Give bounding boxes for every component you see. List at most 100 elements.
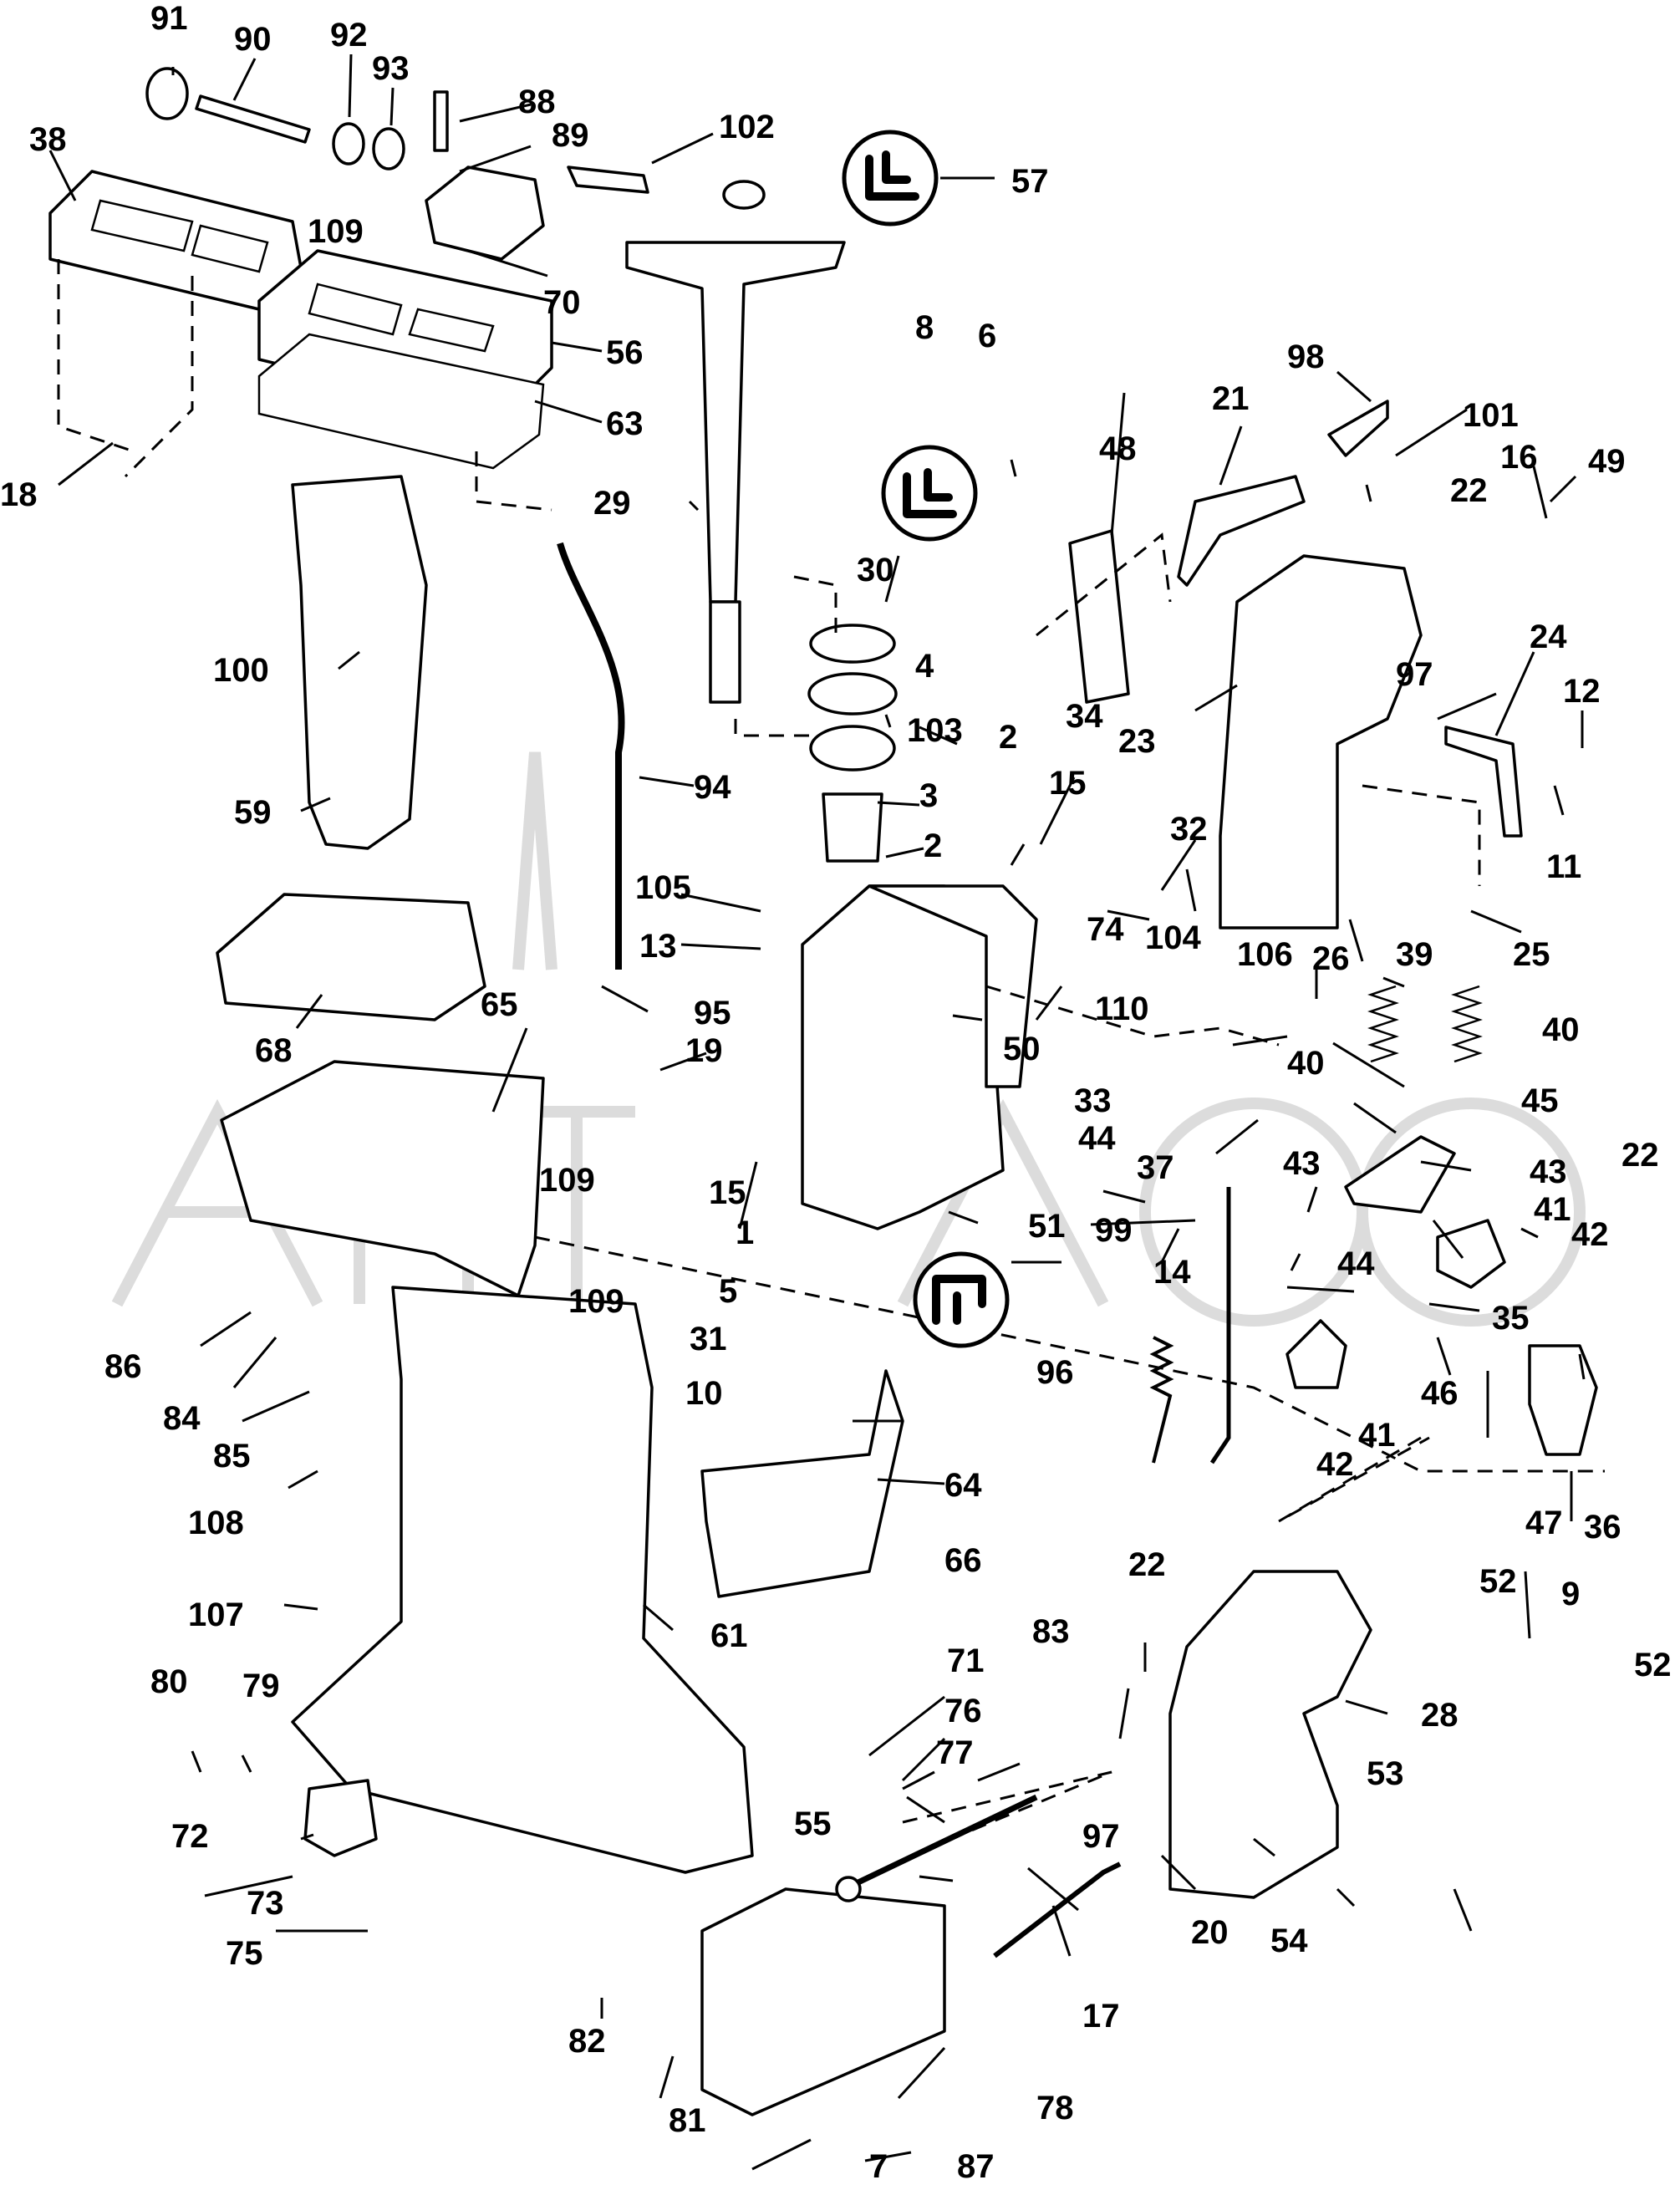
callout-2b: 2 [924,828,942,864]
callout-83: 83 [1032,1613,1070,1650]
lubricant-symbol-a [842,130,939,227]
callout-85: 85 [213,1438,251,1474]
callout-36: 36 [1584,1509,1621,1546]
callout-98: 98 [1287,339,1325,375]
callout-64: 64 [944,1467,982,1504]
callout-91: 91 [150,0,188,37]
callout-26: 26 [1312,940,1350,977]
callout-78: 78 [1036,2090,1074,2126]
assembly-guides [57,259,1605,1857]
watermark [111,751,1586,1327]
callout-22: 22 [1450,472,1488,509]
callout-39: 39 [1396,936,1433,973]
callout-51: 51 [1028,1208,1066,1245]
callout-100: 100 [213,652,269,689]
callout-4: 4 [915,648,934,685]
callout-95: 95 [694,995,731,1031]
callout-45: 45 [1521,1082,1559,1119]
callout-86: 86 [104,1348,142,1385]
callout-105: 105 [635,869,691,906]
callout-33: 33 [1074,1082,1112,1119]
callout-43: 43 [1283,1145,1321,1182]
callout-54: 54 [1270,1923,1308,1959]
callout-56: 56 [606,334,644,371]
callout-97b: 97 [1082,1818,1120,1855]
callout-32: 32 [1170,811,1208,848]
callout-94: 94 [694,769,731,806]
callout-82: 82 [568,2023,606,2060]
callout-71: 71 [947,1642,985,1679]
callout-101: 101 [1463,397,1519,434]
callout-89: 89 [552,117,589,154]
callout-16: 16 [1500,439,1538,476]
callout-70: 70 [543,284,581,321]
callout-48: 48 [1099,430,1137,467]
callout-15b: 15 [709,1174,746,1211]
callout-41b: 41 [1358,1417,1396,1454]
callout-109c: 109 [568,1283,624,1320]
callout-97: 97 [1396,656,1433,693]
callout-53: 53 [1367,1755,1404,1792]
callout-25: 25 [1513,936,1550,973]
callout-42: 42 [1571,1216,1609,1253]
callout-20: 20 [1191,1914,1229,1951]
callout-50: 50 [1003,1031,1041,1067]
callout-1: 1 [736,1215,754,1251]
callout-52b: 52 [1634,1647,1672,1683]
callout-74: 74 [1087,911,1124,948]
callout-11: 11 [1546,848,1581,885]
callout-93: 93 [372,50,410,87]
callout-34: 34 [1066,698,1103,735]
callout-7: 7 [869,2148,888,2185]
callout-88: 88 [518,84,556,120]
callout-79: 79 [242,1668,280,1704]
callout-42b: 42 [1316,1446,1354,1483]
callout-31: 31 [690,1321,727,1357]
callout-104: 104 [1145,919,1201,956]
callout-107: 107 [188,1597,244,1633]
callout-13: 13 [639,928,677,965]
callout-17: 17 [1082,1998,1120,2035]
callout-66: 66 [944,1542,982,1579]
callout-47: 47 [1525,1505,1563,1541]
callout-92: 92 [330,17,368,53]
callout-68: 68 [255,1032,293,1069]
callout-5: 5 [719,1273,737,1310]
callout-80: 80 [150,1663,188,1700]
callout-76: 76 [944,1693,982,1729]
callout-37: 37 [1137,1149,1174,1186]
callout-18: 18 [0,476,38,513]
callout-2: 2 [999,719,1017,756]
callout-73: 73 [247,1885,284,1922]
callout-41: 41 [1534,1191,1571,1228]
callout-63: 63 [606,405,644,442]
callout-29: 29 [593,485,631,522]
callout-28: 28 [1421,1697,1459,1734]
callout-55: 55 [794,1805,832,1842]
callout-44b: 44 [1337,1245,1375,1282]
callout-6: 6 [978,318,996,354]
parts [48,67,1598,2116]
callout-72: 72 [171,1818,209,1855]
callout-3: 3 [919,777,938,814]
callout-22b: 22 [1621,1137,1659,1174]
callout-12: 12 [1563,673,1601,710]
callout-46: 46 [1421,1375,1459,1412]
callout-9: 9 [1561,1576,1580,1612]
callout-108: 108 [188,1505,244,1541]
callout-8: 8 [915,309,934,346]
callout-21: 21 [1212,380,1250,417]
callout-90: 90 [234,21,272,58]
lubricant-symbol-c [913,1251,1010,1348]
callout-19: 19 [685,1032,723,1069]
callout-49: 49 [1588,443,1626,480]
callout-109b: 109 [539,1162,595,1199]
callout-59: 59 [234,794,272,831]
callout-103: 103 [907,712,963,749]
callout-35: 35 [1492,1300,1530,1337]
callout-75: 75 [226,1935,263,1972]
callout-14: 14 [1153,1254,1191,1291]
callout-40: 40 [1287,1045,1325,1082]
callout-102: 102 [719,109,775,145]
callout-109: 109 [308,213,364,250]
